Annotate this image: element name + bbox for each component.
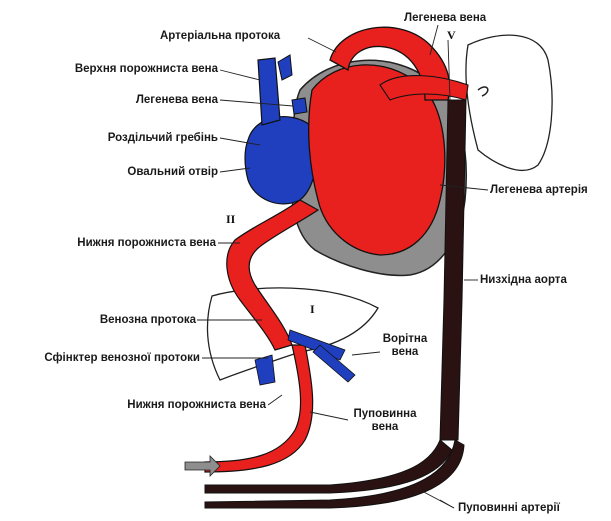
label-descending-aorta: Низхідна аорта: [480, 274, 567, 287]
label-inferior-vena-cava-upper: Нижня порожниста вена: [30, 237, 216, 250]
label-umbilical-arteries: Пуповинні артерії: [458, 502, 560, 515]
label-inferior-vena-cava-lower: Нижня порожниста вена: [80, 399, 266, 412]
label-ductus-arteriosus: Артеріальна протока: [160, 30, 280, 43]
label-foramen-ovale: Овальний отвір: [80, 166, 218, 179]
label-ductus-venosus: Венозна протока: [60, 314, 196, 327]
marker-v: V: [447, 28, 456, 43]
superior-vena-cava: [258, 58, 280, 125]
label-portal-vein: Ворітна вена: [374, 333, 436, 359]
right-atrium: [245, 117, 316, 204]
marker-ii: II: [226, 212, 235, 227]
label-pulmonary-artery: Легенева артерія: [490, 184, 588, 197]
label-ductus-venosus-sphincter: Сфінктер венозної протоки: [4, 352, 200, 365]
inflow-arrow: [185, 456, 220, 476]
label-umbilical-vein-line2: вена: [350, 421, 420, 434]
label-portal-vein-line2: вена: [374, 346, 436, 359]
label-umbilical-vein-line1: Пуповинна: [350, 408, 420, 421]
label-portal-vein-line1: Ворітна: [374, 333, 436, 346]
label-superior-vena-cava: Верхня порожниста вена: [44, 63, 218, 76]
lung-shape: [466, 35, 552, 170]
label-crista-dividens: Роздільчий гребінь: [60, 132, 218, 145]
label-umbilical-vein: Пуповинна вена: [350, 408, 420, 434]
label-pulmonary-vein-top: Легенева вена: [404, 12, 486, 25]
label-pulmonary-vein-left: Легенева вена: [100, 94, 218, 107]
marker-i: I: [310, 302, 315, 317]
